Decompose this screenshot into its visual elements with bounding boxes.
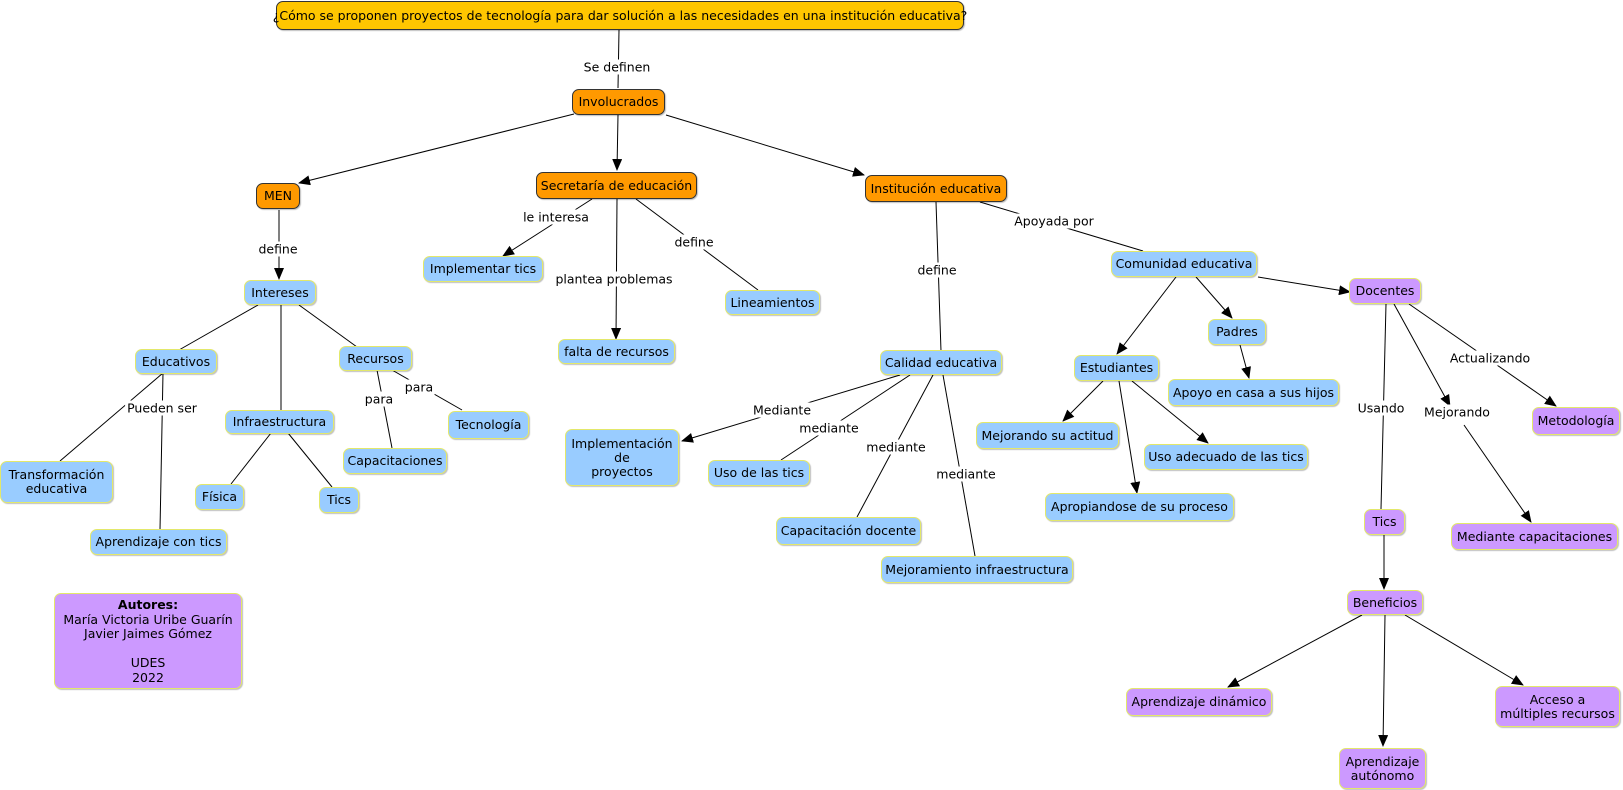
node-involucrados: Involucrados <box>572 89 665 115</box>
node-implementar-tics: Implementar tics <box>423 256 543 282</box>
node-infraestructura: Infraestructura <box>225 410 334 434</box>
node-docentes: Docentes <box>1349 278 1421 304</box>
authors-box: Autores: María Victoria Uribe Guarín Jav… <box>54 593 242 689</box>
node-capacitacion-docente: Capacitación docente <box>776 517 921 545</box>
label-define-secretaria: define <box>672 234 716 250</box>
node-apoyo-casa: Apoyo en casa a sus hijos <box>1168 379 1339 406</box>
node-beneficios: Beneficios <box>1347 590 1423 615</box>
node-apropiandose: Apropiandose de su proceso <box>1045 493 1234 521</box>
node-educativos: Educativos <box>135 349 217 374</box>
author-name-2: Javier Jaimes Gómez <box>84 626 212 641</box>
label-pueden-ser: Pueden ser <box>125 400 199 416</box>
node-intereses: Intereses <box>244 280 316 305</box>
node-institucion: Institución educativa <box>865 175 1007 202</box>
node-mejoramiento-infra: Mejoramiento infraestructura <box>881 556 1073 583</box>
node-tecnologia: Tecnología <box>448 411 529 439</box>
author-name-1: María Victoria Uribe Guarín <box>63 611 233 627</box>
label-actualizando: Actualizando <box>1447 350 1533 366</box>
label-mediante-2: mediante <box>797 420 861 436</box>
authors-spacer <box>55 642 241 657</box>
label-se-definen: Se definen <box>581 59 653 75</box>
node-uso-adecuado: Uso adecuado de las tics <box>1144 444 1308 470</box>
label-plantea-problemas: plantea problemas <box>553 271 675 287</box>
node-mediante-capacitaciones: Mediante capacitaciones <box>1451 523 1618 550</box>
authors-year: 2022 <box>132 669 164 685</box>
node-calidad: Calidad educativa <box>880 350 1002 375</box>
label-mediante-3: mediante <box>864 439 928 455</box>
label-usando: Usando <box>1355 400 1407 416</box>
label-para-2: para <box>402 379 436 395</box>
node-acceso-recursos: Acceso a múltiples recursos <box>1495 686 1620 727</box>
node-padres: Padres <box>1208 319 1266 345</box>
node-men: MEN <box>256 183 300 209</box>
node-aprendizaje-dinamico: Aprendizaje dinámico <box>1126 688 1272 716</box>
label-apoyada-por: Apoyada por <box>1012 213 1096 229</box>
node-recursos: Recursos <box>339 346 412 371</box>
label-mejorando: Mejorando <box>1422 404 1492 420</box>
label-mediante-1: Mediante <box>750 402 814 418</box>
label-le-interesa: le interesa <box>521 209 591 225</box>
question-node: ¿Cómo se proponen proyectos de tecnologí… <box>273 1 967 30</box>
node-capacitaciones: Capacitaciones <box>343 448 447 474</box>
node-aprendizaje-autonomo: Aprendizaje autónomo <box>1339 748 1426 789</box>
authors-heading: Autores: <box>117 597 179 612</box>
label-mediante-4: mediante <box>934 466 998 482</box>
node-comunidad: Comunidad educativa <box>1111 251 1257 277</box>
label-define-institucion: define <box>915 262 959 278</box>
node-lineamientos: Lineamientos <box>725 290 820 315</box>
node-estudiantes: Estudiantes <box>1074 355 1159 381</box>
label-define-men: define <box>256 241 300 257</box>
label-para-1: para <box>362 391 396 407</box>
node-uso-tics: Uso de las tics <box>708 460 810 486</box>
node-metodologia: Metodología <box>1532 407 1620 435</box>
node-fisica: Física <box>195 484 244 510</box>
node-implementacion-proyectos: Implementación de proyectos <box>565 429 679 486</box>
authors-university: UDES <box>130 655 166 670</box>
node-mejorando-actitud: Mejorando su actitud <box>976 422 1119 449</box>
node-falta-recursos: falta de recursos <box>558 339 675 364</box>
node-tics-docentes: Tics <box>1364 509 1405 535</box>
node-aprendizaje-tics: Aprendizaje con tics <box>90 529 227 555</box>
node-tics-infra: Tics <box>319 487 359 513</box>
node-transformacion: Transformación educativa <box>0 461 113 503</box>
node-secretaria: Secretaría de educación <box>536 172 697 199</box>
